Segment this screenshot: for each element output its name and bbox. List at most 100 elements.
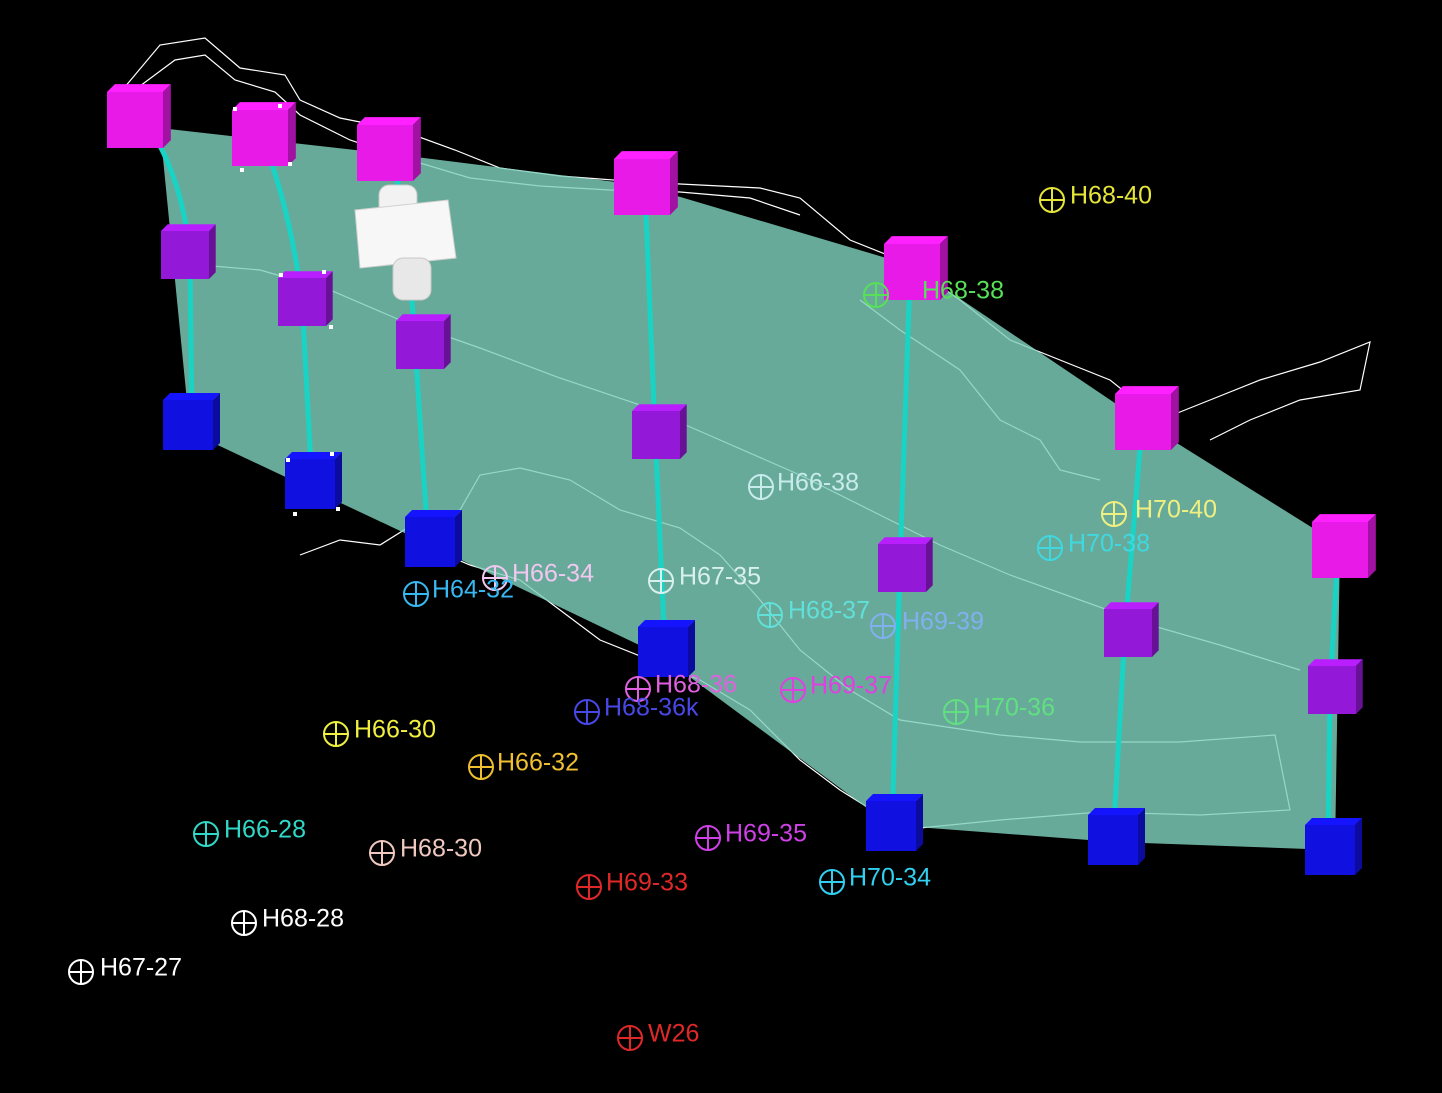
cube-side-face [288, 102, 296, 166]
well-marker[interactable]: H69-33 [576, 869, 688, 900]
cube-top-face [866, 794, 923, 801]
cube-side-face [163, 84, 171, 148]
control-point-base[interactable] [405, 510, 462, 567]
control-point-top[interactable] [614, 151, 678, 215]
well-marker[interactable]: H70-36 [943, 694, 1055, 725]
well-label: H67-35 [679, 563, 761, 591]
crosshair-icon [468, 754, 494, 780]
crosshair-icon [231, 910, 257, 936]
cube-front-face [884, 244, 940, 300]
cube-front-face [163, 400, 213, 450]
control-point-mid[interactable] [161, 224, 216, 279]
selection-handle [288, 162, 292, 166]
control-point-top[interactable] [232, 102, 296, 166]
cube-top-face [614, 151, 678, 159]
well-marker[interactable]: H66-30 [323, 716, 436, 747]
well-marker[interactable]: H66-32 [468, 749, 579, 780]
cube-side-face [413, 117, 421, 181]
well-marker[interactable]: H69-35 [695, 820, 807, 851]
well-marker[interactable]: H68-40 [1039, 182, 1152, 213]
well-label: H69-35 [725, 820, 807, 848]
control-point-top[interactable] [884, 236, 948, 300]
cube-top-face [1308, 659, 1363, 666]
crosshair-icon [648, 568, 674, 594]
control-point-top[interactable] [107, 84, 171, 148]
well-marker[interactable]: H68-36k [574, 694, 699, 725]
cube-front-face [1115, 394, 1171, 450]
control-point-top[interactable] [1312, 514, 1376, 578]
cube-side-face [1368, 514, 1376, 578]
cube-side-face [916, 794, 923, 851]
cube-top-face [1305, 818, 1362, 825]
selection-handle [286, 458, 290, 462]
well-label: H66-32 [497, 749, 579, 777]
selection-handle [240, 168, 244, 172]
control-point-base[interactable] [866, 794, 923, 851]
cube-side-face [213, 393, 220, 450]
well-marker[interactable]: H68-37 [757, 597, 870, 628]
cube-front-face [107, 92, 163, 148]
crosshair-icon [943, 699, 969, 725]
well-label: H68-38 [922, 277, 1004, 305]
well-marker[interactable]: H67-35 [648, 563, 761, 594]
well-label: W26 [648, 1020, 699, 1048]
manipulator-lower-cylinder[interactable] [392, 257, 432, 301]
well-marker[interactable]: H68-38 [863, 277, 1004, 308]
well-label: H67-27 [100, 954, 182, 982]
selection-handle [293, 512, 297, 516]
control-point-mid[interactable] [278, 271, 333, 326]
control-point-base[interactable] [1088, 808, 1145, 865]
cube-front-face [1312, 522, 1368, 578]
cube-front-face [614, 159, 670, 215]
control-point-base[interactable] [1305, 818, 1362, 875]
well-marker[interactable]: H66-28 [193, 816, 306, 847]
well-marker[interactable]: H66-34 [482, 560, 594, 591]
well-marker[interactable]: H70-40 [1101, 496, 1217, 527]
selection-handle [336, 507, 340, 511]
control-point-mid[interactable] [1308, 659, 1363, 714]
control-points[interactable] [107, 84, 1376, 875]
cube-front-face [1305, 825, 1355, 875]
crosshair-icon [576, 874, 602, 900]
well-marker[interactable]: H67-27 [68, 954, 182, 985]
manipulator-plate[interactable] [354, 199, 457, 269]
cube-side-face [1138, 808, 1145, 865]
cube-front-face [1104, 609, 1152, 657]
cube-side-face [940, 236, 948, 300]
well-marker[interactable]: H70-38 [1037, 530, 1150, 561]
control-point-base[interactable] [285, 452, 342, 509]
well-marker[interactable]: H69-37 [780, 672, 892, 703]
control-point-mid[interactable] [878, 537, 933, 592]
well-marker[interactable]: H64-32 [403, 576, 514, 607]
control-point-base[interactable] [163, 393, 220, 450]
pillar-manipulator[interactable] [354, 184, 457, 301]
well-label: H68-37 [788, 597, 870, 625]
cube-front-face [405, 517, 455, 567]
control-point-top[interactable] [1115, 386, 1179, 450]
well-marker[interactable]: H68-28 [231, 905, 344, 936]
crosshair-icon [1039, 187, 1065, 213]
well-marker[interactable]: H70-34 [819, 864, 931, 895]
well-label: H66-34 [512, 560, 594, 588]
control-point-mid[interactable] [396, 314, 451, 369]
control-point-mid[interactable] [1104, 602, 1159, 657]
well-marker[interactable]: H69-39 [870, 608, 984, 639]
control-point-base[interactable] [638, 620, 695, 677]
well-label: H68-36k [604, 694, 699, 722]
well-marker[interactable]: H68-36 [625, 671, 737, 702]
cube-front-face [232, 110, 288, 166]
crosshair-icon [863, 282, 889, 308]
well-marker[interactable]: H68-30 [369, 835, 482, 866]
crosshair-icon [68, 959, 94, 985]
control-point-mid[interactable] [632, 404, 687, 459]
well-marker[interactable]: H66-38 [748, 469, 859, 500]
well-label: H68-30 [400, 835, 482, 863]
crosshair-icon [748, 474, 774, 500]
well-label: H66-30 [354, 716, 436, 744]
cube-top-face [1104, 602, 1159, 609]
cube-side-face [326, 271, 333, 326]
well-marker[interactable]: W26 [617, 1020, 699, 1051]
control-point-top[interactable] [357, 117, 421, 181]
crosshair-icon [617, 1025, 643, 1051]
